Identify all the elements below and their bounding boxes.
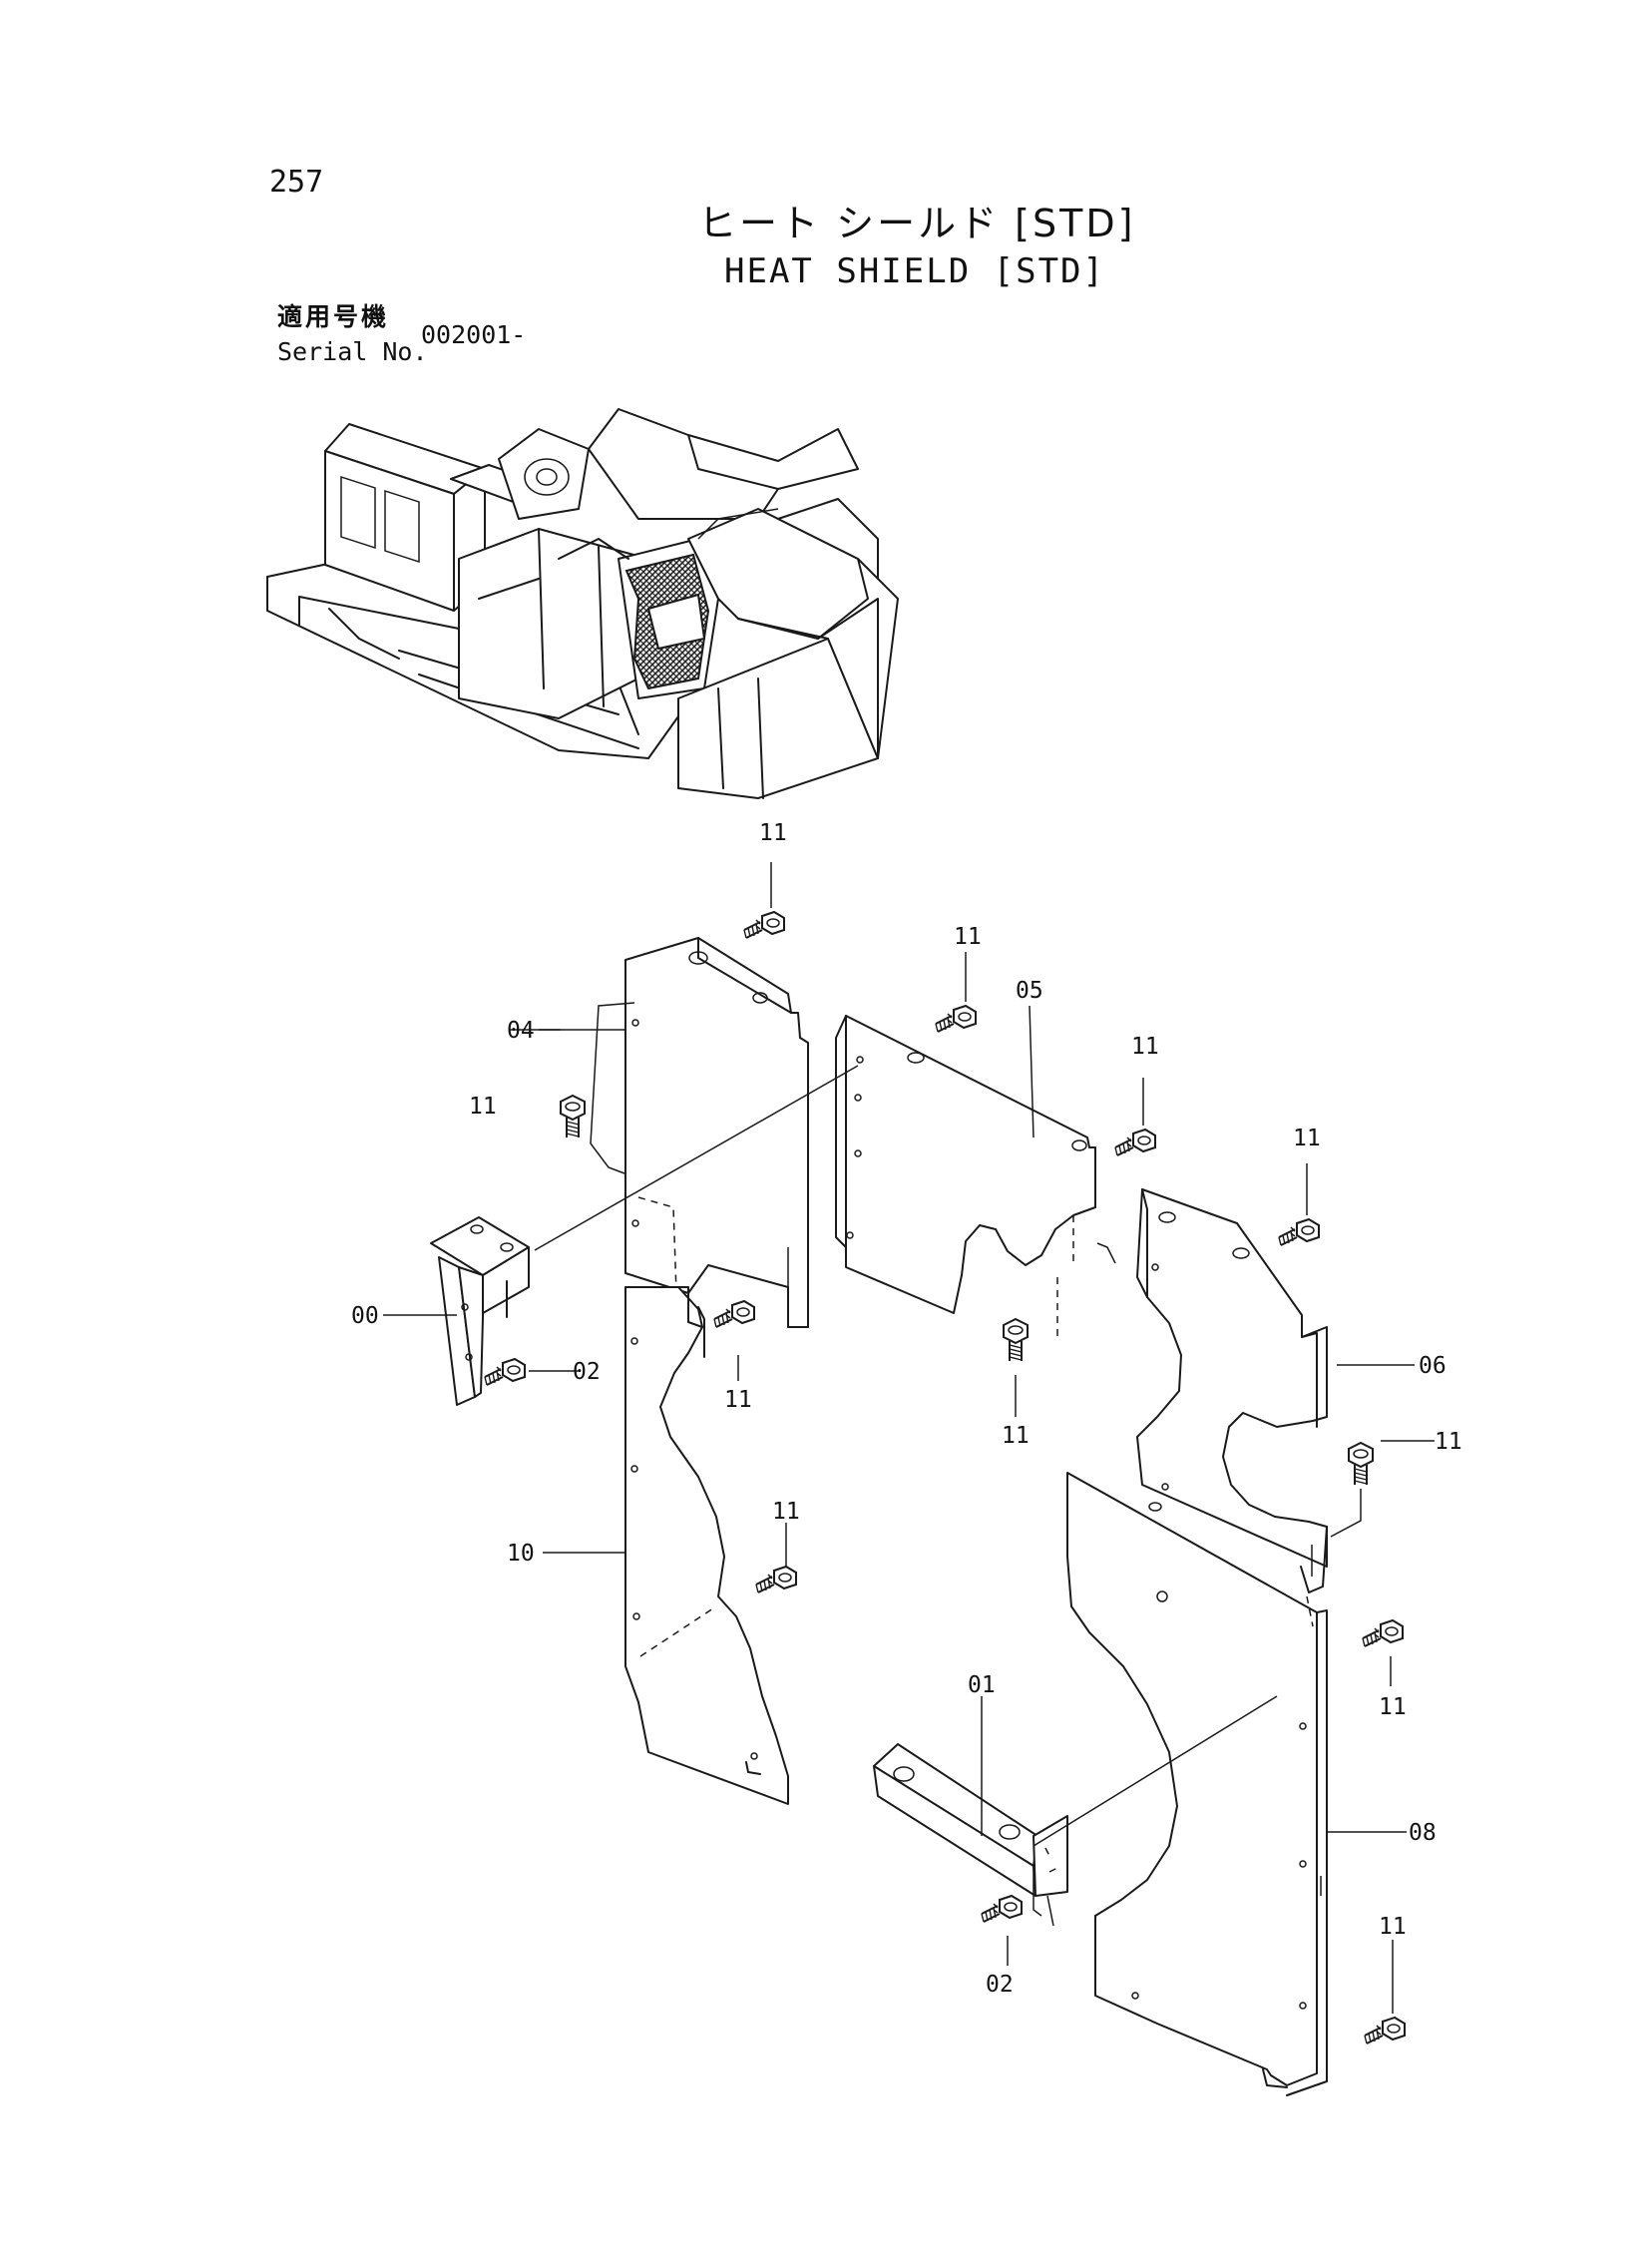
bolt-11-upper-center (935, 1005, 977, 1033)
callout-08: 08 (1409, 1820, 1437, 1846)
callout-10: 10 (507, 1541, 535, 1567)
part-06-shield (1136, 1188, 1328, 1593)
callout-leaders (383, 862, 1435, 2014)
bolt-11-upper-right (1114, 1129, 1156, 1156)
part-08-shield (1066, 1472, 1328, 2096)
callout-11-left: 11 (469, 1094, 497, 1120)
bolt-11-center-left (713, 1300, 755, 1328)
callout-11-upper-center: 11 (954, 924, 982, 950)
page-number: 257 (269, 165, 324, 200)
callout-02-bottom: 02 (986, 1972, 1014, 1998)
serial-label-english: Serial No. (277, 337, 428, 366)
machine-overview-illustration (266, 408, 899, 799)
serial-label-japanese: 適用号機 (277, 302, 390, 331)
callout-11-center-left: 11 (724, 1387, 752, 1413)
callout-11-bottom-right: 11 (1379, 1914, 1407, 1940)
bolt-11-right (1278, 1218, 1320, 1246)
bolt-11-bottom-right (1364, 2017, 1406, 2044)
callout-11-upper-right: 11 (1131, 1034, 1159, 1060)
bolt-11-lower-left (755, 1566, 797, 1593)
callout-11-center: 11 (1002, 1423, 1030, 1449)
page-title-japanese: ヒート シールド [STD] (698, 202, 1136, 245)
bolt-02-bottom (981, 1895, 1023, 1923)
callout-11-far-right: 11 (1435, 1429, 1462, 1455)
bolt-02-left (484, 1358, 526, 1386)
callout-labels: 11 11 05 11 04 11 11 00 02 06 11 11 11 1… (351, 820, 1462, 1998)
callout-05: 05 (1016, 978, 1043, 1004)
callout-06: 06 (1419, 1353, 1446, 1379)
part-05-shield (835, 1015, 1096, 1314)
alignment-lines (534, 1002, 1362, 1927)
bolt-11-left[interactable] (560, 1095, 586, 1138)
part-00-bracket (430, 1216, 530, 1406)
callout-04: 04 (507, 1018, 535, 1044)
bolt-11-top (743, 911, 785, 939)
part-10-shield (624, 1286, 789, 1805)
callout-11-lower-left: 11 (772, 1499, 800, 1525)
callout-02-left: 02 (573, 1359, 601, 1385)
serial-number-value: 002001- (421, 320, 527, 349)
callout-00: 00 (351, 1303, 379, 1329)
page-title-english: HEAT SHIELD [STD] (724, 251, 1105, 291)
part-04-shield (624, 937, 809, 1328)
bolt-11-center (1003, 1318, 1029, 1362)
part-01-bracket (873, 1743, 1068, 1917)
bolt-11-lower-right (1362, 1619, 1404, 1647)
bolt-11-far-right (1348, 1442, 1374, 1486)
callout-11-top: 11 (759, 820, 787, 846)
callout-01: 01 (968, 1672, 996, 1698)
callout-11-right: 11 (1293, 1126, 1321, 1151)
callout-11-lower-right: 11 (1379, 1694, 1407, 1720)
